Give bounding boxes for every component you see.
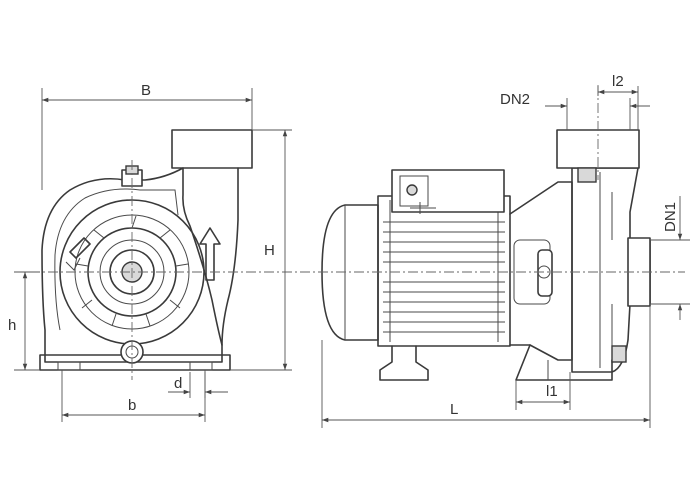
front-discharge-outlet	[171, 129, 253, 169]
side-motor-endcap	[321, 204, 379, 341]
side-drain-plug	[611, 345, 627, 363]
label-L: L	[450, 401, 458, 418]
side-motor-body	[377, 195, 511, 347]
side-view	[318, 85, 685, 381]
label-B: B	[141, 82, 151, 99]
label-l2: l2	[612, 73, 624, 90]
front-view	[30, 129, 322, 380]
label-h: h	[8, 317, 16, 334]
flow-direction-arrow-icon	[199, 227, 221, 281]
front-volute-casing	[41, 167, 223, 363]
rotation-arrow-icon	[69, 237, 91, 259]
side-cable-gland-icon	[406, 184, 418, 196]
side-motor-foot	[379, 345, 429, 381]
label-l1: l1	[546, 383, 558, 400]
side-dimensions	[321, 86, 690, 428]
label-H: H	[264, 242, 275, 259]
label-DN2: DN2	[500, 91, 530, 108]
front-dimensions	[14, 88, 292, 422]
label-d: d	[174, 375, 182, 392]
label-DN1: DN1	[662, 202, 679, 232]
label-b: b	[128, 397, 136, 414]
side-vent-plug	[577, 167, 597, 183]
side-motor-fins	[383, 200, 505, 342]
